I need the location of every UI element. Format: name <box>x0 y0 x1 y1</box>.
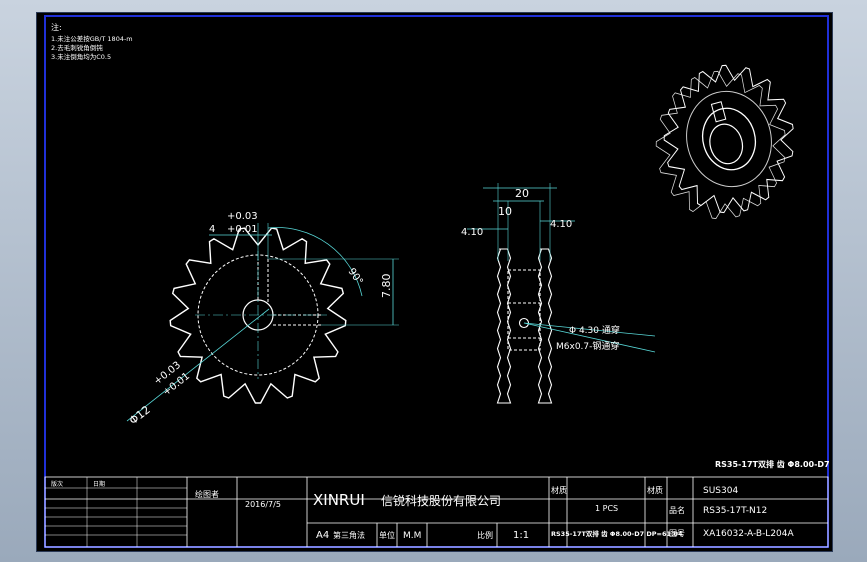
quantity: 1 PCS <box>595 504 618 513</box>
hub-hidden <box>507 269 541 351</box>
setscrew-hole <box>518 317 530 329</box>
material-value: SUS304 <box>703 486 738 496</box>
drawing-border <box>44 15 829 548</box>
note-item-2: 2.去毛刺锐角倒钝 <box>51 43 103 52</box>
scale-label: 比例 <box>477 530 493 540</box>
unit-label: 单位 <box>379 530 395 540</box>
side-view <box>496 248 553 404</box>
iso-keyway <box>710 101 727 123</box>
dim-keyway-width: 4 <box>209 224 215 235</box>
dim-bore-leader <box>126 308 270 422</box>
drawing-date: 2016/7/5 <box>245 500 281 509</box>
iso-bore <box>709 123 744 165</box>
name-label: 品名 <box>669 505 685 515</box>
side-left-plate <box>496 248 512 404</box>
drafter-role: 绘图者 <box>195 489 219 499</box>
note-hole: Φ 4.30 通穿 <box>569 324 620 336</box>
spec-bottom: RS35-17T双排 齿 Φ8.00-D7 DP=61.04 <box>551 529 683 538</box>
company-cn: 信锐科技股份有限公司 <box>381 494 501 508</box>
material-label-2: 材质 <box>647 485 663 495</box>
dim-keyway-tol-upper: +0.03 <box>227 211 258 222</box>
cad-viewport[interactable]: 注: 1.未注公差按GB/T 1804-m 2.去毛刺锐角倒钝 3.未注倒角均为… <box>36 12 833 552</box>
notes-block: 注: 1.未注公差按GB/T 1804-m 2.去毛刺锐角倒钝 3.未注倒角均为… <box>51 22 133 61</box>
dim-bore-dia: Φ12 <box>127 403 153 427</box>
iso-root-ring <box>686 90 772 188</box>
name-value: RS35-17T-N12 <box>703 506 767 516</box>
drawing-no-label: 图号 <box>669 529 685 538</box>
paper-size: A4 <box>316 530 329 541</box>
isometric-view <box>655 64 794 219</box>
sprocket-outline <box>169 227 347 404</box>
iso-front-plate <box>663 64 794 214</box>
scale-value: 1:1 <box>513 530 529 541</box>
dim-angle-arc <box>267 227 363 297</box>
spec-top: RS35-17T双排 齿 Φ8.00-D7 DP=61.04 <box>715 459 832 469</box>
rev-header: 版次 <box>51 480 63 488</box>
cad-drawing: 注: 1.未注公差按GB/T 1804-m 2.去毛刺锐角倒钝 3.未注倒角均为… <box>44 15 832 548</box>
dim-center-width: 10 <box>498 205 512 218</box>
note-item-1: 1.未注公差按GB/T 1804-m <box>51 34 133 43</box>
company-en: XINRUI <box>313 491 365 509</box>
side-right-plate <box>537 248 553 404</box>
projection-angle: 第三角法 <box>333 530 365 540</box>
drawing-no: XA16032-A-B-L204A <box>703 529 795 539</box>
note-item-3: 3.未注倒角均为C0.5 <box>51 52 111 61</box>
iso-back-plate <box>655 70 786 219</box>
title-block-frame <box>44 476 829 548</box>
notes-heading: 注: <box>51 22 62 32</box>
iso-hub <box>701 107 757 171</box>
front-view: 4 +0.03 +0.01 90° 7.80 Φ12 +0.03 +0.01 <box>126 211 399 427</box>
dim-keyway-tol-lower: +0.01 <box>227 224 258 235</box>
dim-keyway-depth: 7.80 <box>380 274 393 299</box>
date-header: 日期 <box>93 480 105 488</box>
dim-overall-width: 20 <box>515 187 529 200</box>
unit-value: M.M <box>403 531 421 541</box>
dim-right-hub: 4.10 <box>550 219 572 230</box>
note-thread: M6x0.7-钢通穿 <box>556 340 619 352</box>
note-thread-leader <box>523 322 656 353</box>
title-block-text: 版次 日期 绘图者 2016/7/5 XINRUI 信锐科技股份有限公司 材质 … <box>51 480 795 541</box>
material-label: 材质 <box>551 485 567 495</box>
side-view-dims: 20 10 4.10 4.10 Φ 4.30 通穿 M6x0.7-钢通穿 <box>461 183 656 353</box>
note-hole-leader <box>523 322 656 337</box>
dim-left-hub: 4.10 <box>461 227 483 238</box>
title-block <box>44 476 829 548</box>
dim-angle: 90° <box>346 266 365 287</box>
